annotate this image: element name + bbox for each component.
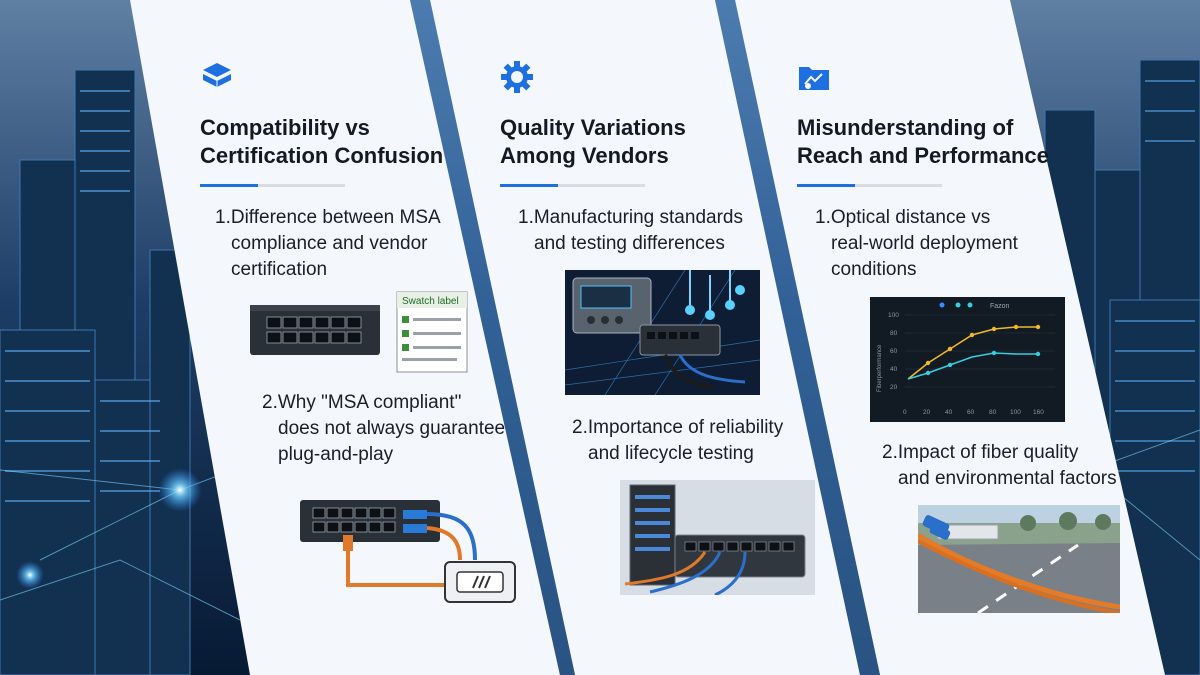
svg-text:Fiberperformance: Fiberperformance [877, 344, 883, 392]
fiber-cable-on-road-image [918, 505, 1120, 613]
column-title: Misunderstanding of Reach and Performanc… [797, 115, 1049, 168]
cube-icon [203, 63, 231, 87]
point-1: 1.Difference between MSA compliance and … [215, 207, 441, 280]
svg-text:Swatch label: Swatch label [402, 296, 459, 307]
svg-text:40: 40 [945, 409, 953, 416]
point-1: 1.Manufacturing standards and testing di… [518, 207, 743, 254]
svg-text:60: 60 [890, 348, 898, 355]
network-switch-with-label-image: Swatch label [250, 291, 468, 373]
svg-text:160: 160 [1033, 409, 1044, 416]
point-2: 2.Why "MSA compliant" does not always gu… [262, 392, 506, 465]
server-rack-switch-image [620, 480, 815, 595]
svg-text:20: 20 [923, 409, 931, 416]
svg-text:80: 80 [989, 409, 997, 416]
column-title: Quality Variations Among Vendors [500, 115, 686, 168]
chart-legend: Fazon [990, 303, 1010, 310]
svg-text:100: 100 [888, 312, 899, 319]
svg-text:100: 100 [1010, 409, 1021, 416]
switch-with-transceiver-cables-image [300, 500, 516, 603]
svg-text:80: 80 [890, 330, 898, 337]
svg-text:60: 60 [967, 409, 975, 416]
gear-icon [501, 61, 533, 93]
performance-line-chart-image: Fazon 100 80 60 40 20 0 20 40 60 80 100 … [870, 297, 1065, 422]
svg-text:0: 0 [903, 409, 907, 416]
svg-text:40: 40 [890, 366, 898, 373]
title-divider [797, 184, 942, 187]
svg-text:20: 20 [890, 384, 898, 391]
title-divider [200, 184, 345, 187]
folder-chart-icon [799, 67, 829, 90]
testing-lab-equipment-image [565, 270, 760, 395]
point-2: 2.Importance of reliability and lifecycl… [572, 417, 784, 464]
point-2: 2.Impact of fiber quality and environmen… [882, 442, 1117, 489]
title-divider [500, 184, 645, 187]
column-title: Compatibility vs Certification Confusion [200, 115, 444, 168]
point-1: 1.Optical distance vs real-world deploym… [815, 207, 1018, 280]
